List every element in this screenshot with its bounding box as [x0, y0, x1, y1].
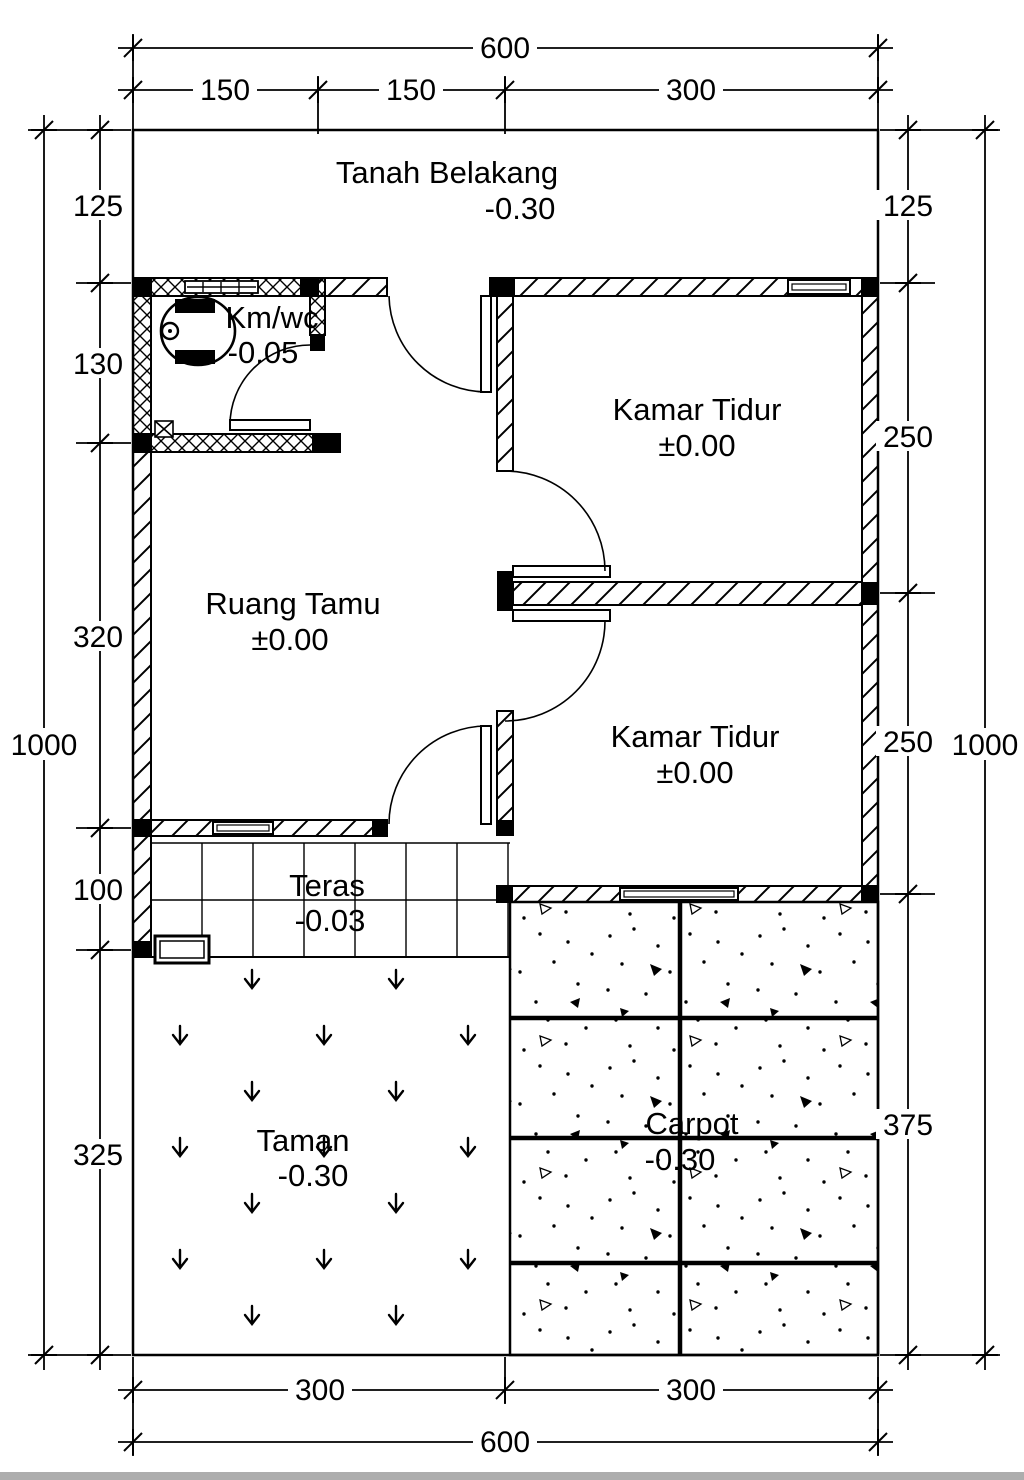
level-carpot: -0.30	[645, 1142, 716, 1177]
page-edge-bar	[0, 1472, 1024, 1480]
carpot-area	[508, 900, 880, 1357]
dim-bottom-total: 600	[480, 1426, 530, 1459]
dim-top-1: 150	[200, 74, 250, 107]
dim-left-2: 130	[73, 348, 123, 381]
vent-window-bathroom	[184, 280, 259, 294]
window-bedroom2-bottom	[619, 887, 739, 901]
door-bedroom1	[504, 470, 611, 578]
dim-bottom-2: 300	[666, 1374, 716, 1407]
dim-right-total: 1000	[952, 729, 1019, 762]
level-teras: -0.03	[295, 903, 366, 938]
dim-right-4: 375	[883, 1109, 933, 1142]
carpot-slab-joints	[510, 902, 878, 1355]
dim-left-total: 1000	[11, 729, 78, 762]
dim-left-1: 125	[73, 190, 123, 223]
doors	[229, 295, 611, 825]
label-tanah-belakang: Tanah Belakang	[336, 155, 558, 190]
window-bedroom1-top	[787, 279, 851, 295]
dimension-label-backgrounds	[8, 32, 1021, 1456]
dim-right-1: 125	[883, 190, 933, 223]
dim-bottom-1: 300	[295, 1374, 345, 1407]
wall-top-left	[317, 277, 388, 297]
floor-drain-icon	[154, 420, 174, 438]
label-carpot: Carpot	[645, 1106, 738, 1141]
window-livingroom-front	[212, 821, 274, 835]
dim-left-3: 320	[73, 621, 123, 654]
teras-tile-grid	[151, 842, 510, 957]
dim-top-3: 300	[666, 74, 716, 107]
door-bathroom	[229, 344, 311, 431]
dim-top-2: 150	[386, 74, 436, 107]
level-kamar-tidur-2: ±0.00	[656, 755, 733, 790]
taman-area	[132, 956, 511, 1356]
label-kamar-tidur-1: Kamar Tidur	[613, 392, 782, 427]
dim-right-3: 250	[883, 726, 933, 759]
wall-between-bedrooms	[512, 581, 863, 606]
room-labels: Tanah Belakang -0.30 Km/wc -0.05 Kamar T…	[205, 155, 781, 1193]
label-taman: Taman	[256, 1123, 349, 1158]
dimension-labels: 600 150 150 300 1000 125 130 320 100 325…	[8, 32, 1021, 1459]
wall-left	[132, 451, 152, 958]
door-front	[388, 725, 492, 825]
teras-planter	[153, 934, 211, 965]
walls	[132, 277, 879, 958]
dim-top-total: 600	[480, 32, 530, 65]
level-km-wc: -0.05	[228, 335, 299, 370]
door-rear	[388, 295, 492, 393]
wall-centre-upper	[496, 295, 514, 472]
label-km-wc: Km/wc	[226, 300, 319, 335]
level-tanah-belakang: -0.30	[485, 191, 556, 226]
windows	[184, 279, 851, 901]
label-kamar-tidur-2: Kamar Tidur	[611, 719, 780, 754]
door-bedroom2	[504, 609, 611, 722]
level-ruang-tamu: ±0.00	[251, 622, 328, 657]
columns	[133, 278, 878, 957]
toilet-icon	[159, 295, 237, 367]
dim-right-2: 250	[883, 421, 933, 454]
level-taman: -0.30	[278, 1158, 349, 1193]
wall-left-bathroom	[132, 277, 152, 453]
dim-left-4: 100	[73, 874, 123, 907]
wall-centre-lower	[496, 710, 514, 836]
label-teras: Teras	[289, 868, 365, 903]
label-ruang-tamu: Ruang Tamu	[205, 586, 380, 621]
level-kamar-tidur-1: ±0.00	[658, 428, 735, 463]
dim-left-5: 325	[73, 1139, 123, 1172]
